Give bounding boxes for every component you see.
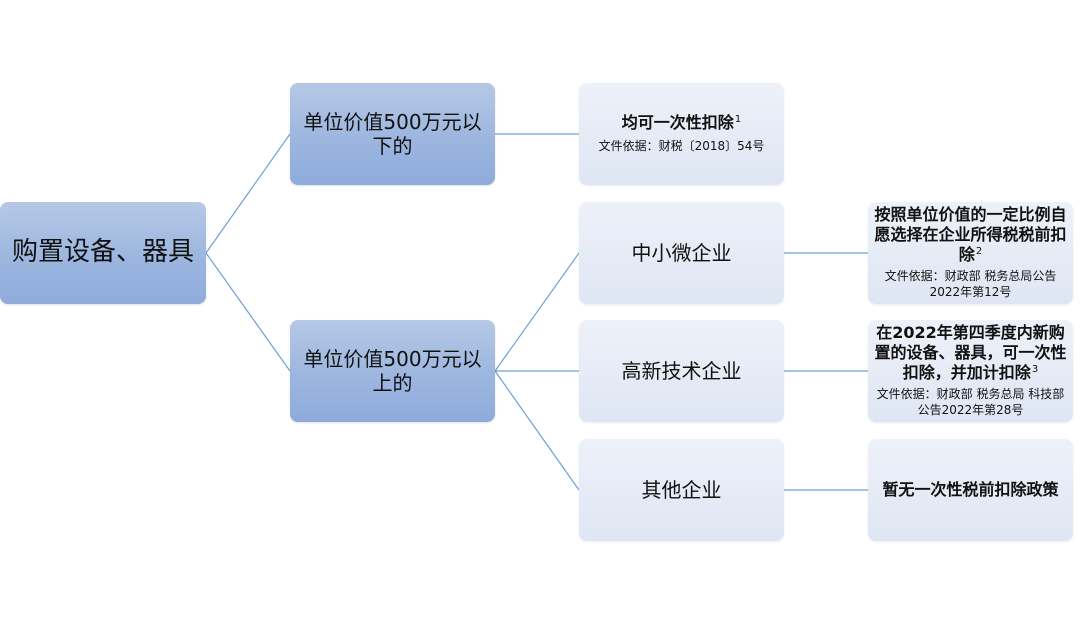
- connector-root-over500: [205, 252, 291, 372]
- footnote-marker: 2: [975, 246, 983, 258]
- category-others-node: 其他企业: [579, 439, 784, 541]
- root-label: 购置设备、器具: [11, 237, 194, 268]
- outcome-others-title: 暂无一次性税前扣除政策: [882, 480, 1059, 499]
- outcome-hightech-title: 在2022年第四季度内新购置的设备、器具，可一次性扣除，并加计扣除3: [874, 323, 1067, 383]
- category-sme-label: 中小微企业: [631, 241, 732, 265]
- branch-over500-node: 单位价值500万元以上的: [290, 320, 495, 422]
- outcome-under500-title: 均可一次性扣除1: [621, 113, 742, 133]
- outcome-hightech-source: 文件依据：财政部 税务总局 科技部公告2022年第28号: [876, 387, 1065, 417]
- outcome-sme-title: 按照单位价值的一定比例自愿选择在企业所得税税前扣除2: [874, 205, 1067, 265]
- connector-root-under500: [205, 133, 291, 254]
- category-sme-node: 中小微企业: [579, 202, 784, 304]
- branch-under500-label: 单位价值500万元以下的: [303, 110, 482, 158]
- root-node: 购置设备、器具: [0, 202, 206, 304]
- category-hightech-node: 高新技术企业: [579, 320, 784, 422]
- connector-over500-sme: [494, 252, 580, 372]
- category-others-label: 其他企业: [641, 478, 722, 502]
- branch-under500-node: 单位价值500万元以下的: [290, 83, 495, 185]
- outcome-sme-source: 文件依据：财政部 税务总局公告2022年第12号: [884, 269, 1057, 299]
- footnote-marker: 1: [734, 113, 742, 125]
- outcome-others-node: 暂无一次性税前扣除政策: [868, 439, 1073, 541]
- branch-over500-label: 单位价值500万元以上的: [303, 347, 482, 395]
- footnote-marker: 3: [1031, 364, 1039, 376]
- category-hightech-label: 高新技术企业: [621, 359, 742, 383]
- outcome-sme-node: 按照单位价值的一定比例自愿选择在企业所得税税前扣除2 文件依据：财政部 税务总局…: [868, 202, 1073, 304]
- outcome-under500-source: 文件依据：财税〔2018〕54号: [598, 139, 765, 154]
- outcome-under500-node: 均可一次性扣除1 文件依据：财税〔2018〕54号: [579, 83, 784, 185]
- connector-over500-others: [494, 370, 580, 491]
- outcome-hightech-node: 在2022年第四季度内新购置的设备、器具，可一次性扣除，并加计扣除3 文件依据：…: [868, 320, 1073, 422]
